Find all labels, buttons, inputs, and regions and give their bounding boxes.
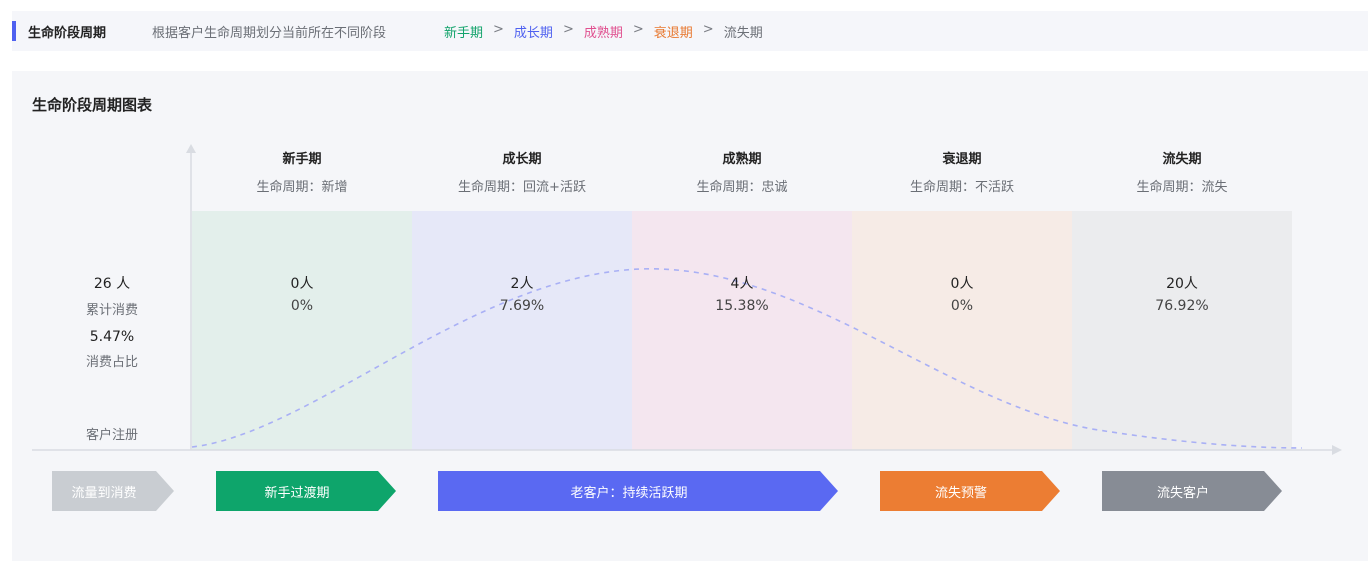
card-title: 生命阶段周期图表: [32, 96, 153, 114]
stage-flow: 新手期 > 成长期 > 成熟期 > 衰退期 > 流失期: [444, 22, 763, 41]
column-value-new: 0人 0%: [192, 273, 412, 314]
total-consumption-label: 累计消费: [85, 303, 138, 318]
band-churn: [1072, 211, 1292, 450]
column-name: 成长期: [502, 152, 542, 167]
customer-register-label: 客户注册: [85, 428, 138, 443]
column-name: 衰退期: [942, 152, 982, 167]
lifecycle-curve-chart: [32, 144, 1342, 455]
column-subtitle: 生命周期：新增: [256, 180, 348, 195]
consumption-ratio-label: 消费占比: [85, 355, 138, 370]
column-value-churn: 20人 76.92%: [1072, 273, 1292, 314]
column-value-growth: 2人 7.69%: [412, 273, 632, 314]
band-decline: [852, 211, 1072, 450]
flow-stage-mature: 成熟期: [583, 26, 623, 41]
arrow-label: 流失客户: [1156, 485, 1209, 501]
flow-separator: >: [493, 22, 504, 37]
column-count: 2人: [510, 276, 534, 292]
header-bar: 生命阶段周期 根据客户生命周期划分当前所在不同阶段 新手期 > 成长期 > 成熟…: [12, 11, 1368, 51]
flow-separator: >: [632, 22, 644, 37]
column-percent: 0%: [290, 298, 314, 314]
flow-separator: >: [702, 22, 714, 37]
column-percent: 0%: [950, 298, 974, 314]
customer-register-stat: 客户注册: [52, 418, 172, 443]
column-value-decline: 0人 0%: [852, 273, 1072, 314]
column-percent: 7.69%: [499, 298, 545, 314]
column-count: 4人: [730, 276, 754, 292]
arrow-churned-customers: 流失客户: [1102, 471, 1282, 511]
page-description: 根据客户生命周期划分当前所在不同阶段: [152, 26, 387, 41]
band-mature: [632, 211, 852, 450]
arrow-label: 老客户：持续活跃期: [570, 485, 688, 501]
column-count: 0人: [950, 276, 974, 292]
band-new: [192, 211, 412, 450]
lifecycle-card: 生命阶段周期图表 新手期 生命周期：新增 成长期 生命周期：回流+活跃 成熟期 …: [12, 71, 1368, 561]
column-name: 成熟期: [722, 152, 762, 167]
total-people-value: 26 人: [93, 276, 131, 292]
page-title: 生命阶段周期: [28, 26, 107, 41]
column-header-growth: 成长期 生命周期：回流+活跃: [412, 148, 632, 195]
flow-stage-growth: 成长期: [513, 26, 553, 41]
consumption-ratio-value: 5.47%: [89, 329, 135, 345]
arrow-novice-transition: 新手过渡期: [216, 471, 396, 511]
consumption-ratio-stat: 5.47% 消费占比: [52, 329, 172, 370]
header-accent: [12, 21, 16, 41]
column-header-decline: 衰退期 生命周期：不活跃: [852, 148, 1072, 195]
column-header-new: 新手期 生命周期：新增: [192, 148, 412, 195]
column-value-mature: 4人 15.38%: [632, 273, 852, 314]
arrow-traffic-to-consumption: 流量到消费: [52, 471, 174, 511]
column-count: 0人: [290, 276, 314, 292]
arrow-label: 流失预警: [934, 485, 987, 501]
band-growth: [412, 211, 632, 450]
column-subtitle: 生命周期：不活跃: [909, 180, 1014, 195]
y-axis-arrow-icon: [186, 144, 196, 153]
arrow-label: 流量到消费: [71, 485, 137, 501]
column-header-mature: 成熟期 生命周期：忠诚: [632, 148, 852, 195]
column-header-churn: 流失期 生命周期：流失: [1072, 148, 1292, 195]
column-count: 20人: [1166, 276, 1198, 292]
flow-stage-churn: 流失期: [723, 26, 763, 41]
column-percent: 76.92%: [1155, 298, 1209, 314]
flow-stage-new: 新手期: [444, 26, 484, 41]
column-subtitle: 生命周期：流失: [1136, 180, 1228, 195]
column-subtitle: 生命周期：忠诚: [696, 180, 788, 195]
column-percent: 15.38%: [715, 298, 769, 314]
arrow-churn-warning: 流失预警: [880, 471, 1060, 511]
arrow-loyal-active: 老客户：持续活跃期: [438, 471, 838, 511]
x-axis-arrow-icon: [1332, 445, 1342, 455]
flow-stage-decline: 衰退期: [653, 26, 693, 41]
arrow-label: 新手过渡期: [264, 485, 330, 501]
column-name: 流失期: [1162, 152, 1202, 167]
flow-separator: >: [562, 22, 574, 37]
column-subtitle: 生命周期：回流+活跃: [458, 180, 586, 195]
column-name: 新手期: [282, 152, 322, 167]
lifecycle-curve: [191, 268, 1303, 449]
total-consumption-stat: 26 人 累计消费: [52, 273, 172, 318]
